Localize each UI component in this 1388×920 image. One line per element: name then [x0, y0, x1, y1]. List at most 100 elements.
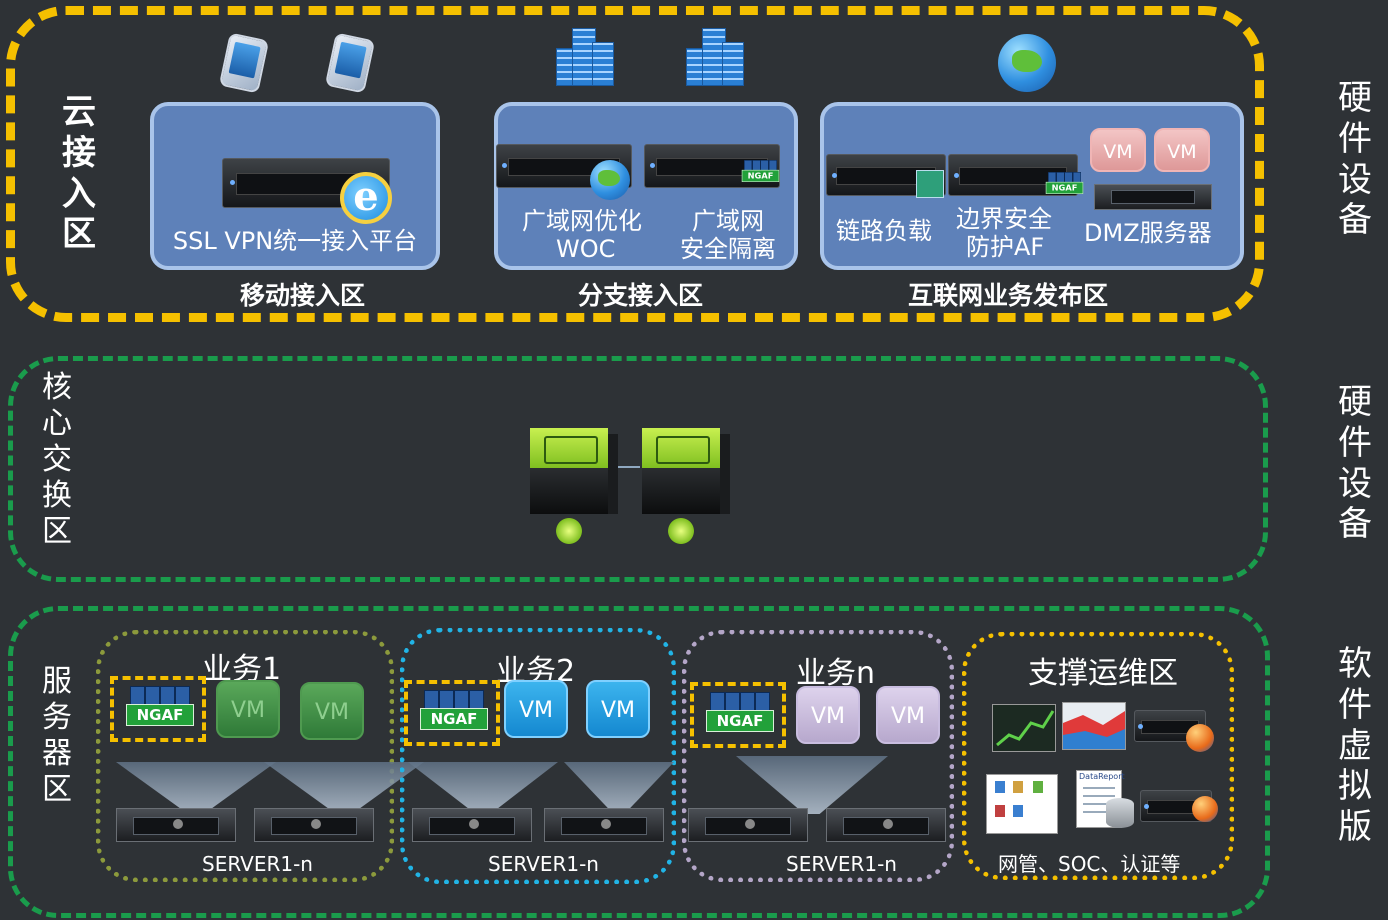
- ngaf-firewall-icon: NGAF: [706, 692, 774, 736]
- core-switching-zone: [8, 356, 1268, 582]
- link-balance-label: 链路负载: [836, 217, 932, 245]
- line-chart-graphic: [996, 710, 1055, 747]
- server-label: SERVER1-n: [786, 852, 897, 876]
- vm-icon: VM: [300, 682, 364, 740]
- ngaf-firewall-icon: NGAF: [1045, 172, 1084, 196]
- title-char: 核: [42, 370, 72, 405]
- side-char: 拟: [1338, 766, 1372, 807]
- wan-optimization-icon: [590, 160, 630, 200]
- area-chart-icon: [1062, 702, 1126, 750]
- side-char: 件: [1338, 684, 1372, 725]
- title-char: 区: [62, 214, 96, 255]
- cloud-zone-title: 云 接 入 区: [62, 92, 96, 255]
- side-char: 设: [1338, 159, 1372, 200]
- isolation-label-2: 安全隔离: [680, 235, 776, 263]
- side-char: 硬: [1338, 78, 1372, 118]
- support-ops-title: 支撑运维区: [1028, 656, 1178, 691]
- title-char: 心: [42, 406, 72, 441]
- cloud-access-zone: [6, 6, 1264, 322]
- side-label-hardware-middle: 硬 件 设 备: [1338, 382, 1372, 545]
- boundary-security-label-1: 边界安全: [956, 205, 1052, 233]
- area-chart-graphic: [1063, 711, 1125, 749]
- dmz-server-label: DMZ服务器: [1084, 219, 1212, 247]
- server-zone: [8, 606, 1270, 918]
- line-chart-icon: [992, 704, 1056, 752]
- vm-icon: VM: [504, 680, 568, 738]
- vm-icon: VM: [586, 680, 650, 738]
- server-icon: [412, 808, 532, 842]
- vm-icon: VM: [216, 680, 280, 738]
- woc-label-2: WOC: [556, 235, 616, 263]
- server-label: SERVER1-n: [202, 852, 313, 876]
- support-ops-label: 网管、SOC、认证等: [998, 852, 1181, 876]
- title-char: 区: [42, 772, 72, 807]
- side-char: 软: [1338, 644, 1372, 684]
- business-1-group: [96, 630, 394, 882]
- side-char: 备: [1338, 200, 1372, 241]
- title-char: 接: [62, 132, 96, 173]
- title-char: 云: [62, 92, 96, 132]
- title-char: 区: [42, 514, 72, 549]
- side-char: 件: [1338, 118, 1372, 159]
- ngaf-tag: NGAF: [126, 704, 194, 726]
- ngaf-tag: NGAF: [706, 710, 774, 732]
- business-n-title: 业务n: [796, 656, 876, 691]
- isolation-label-1: 广域网: [692, 207, 764, 235]
- business-2-group: [400, 628, 676, 884]
- ngaf-frame: NGAF: [110, 676, 206, 742]
- ngaf-tag: NGAF: [1045, 181, 1084, 194]
- ngaf-frame: NGAF: [404, 680, 500, 746]
- dmz-server-icon: [1094, 184, 1212, 210]
- title-char: 入: [62, 173, 96, 214]
- title-char: 换: [42, 478, 72, 513]
- woc-label-1: 广域网优化: [522, 207, 642, 235]
- building-icon: [686, 28, 744, 86]
- building-icon: [556, 28, 614, 86]
- server-label: SERVER1-n: [488, 852, 599, 876]
- branch-access-area-label: 分支接入区: [578, 281, 704, 310]
- server-icon: [688, 808, 808, 842]
- side-char: 硬: [1338, 382, 1372, 422]
- mobile-access-area-label: 移动接入区: [240, 281, 366, 310]
- firefox-icon: [1186, 724, 1214, 752]
- vm-icon: VM: [796, 686, 860, 744]
- load-balance-icon: [916, 170, 944, 198]
- server-icon: [116, 808, 236, 842]
- ngaf-frame: NGAF: [690, 682, 786, 748]
- dmz-vm-icon: VM: [1090, 128, 1146, 172]
- ngaf-firewall-icon: NGAF: [741, 160, 780, 184]
- ngaf-firewall-icon: NGAF: [126, 686, 194, 730]
- ssl-vpn-label: SSL VPN统一接入平台: [172, 227, 418, 255]
- title-char: 务: [42, 700, 72, 735]
- dmz-vm-icon: VM: [1154, 128, 1210, 172]
- side-char: 件: [1338, 422, 1372, 463]
- database-icon: [1106, 798, 1134, 828]
- core-zone-title: 核 心 交 换 区: [42, 370, 72, 550]
- side-char: 版: [1338, 807, 1372, 848]
- switch-link-line: [618, 466, 640, 468]
- side-char: 虚: [1338, 725, 1372, 766]
- side-char: 备: [1338, 504, 1372, 545]
- server-icon: [544, 808, 664, 842]
- ngaf-tag: NGAF: [420, 708, 488, 730]
- title-char: 器: [42, 736, 72, 771]
- globe-icon: [998, 34, 1056, 92]
- title-char: 交: [42, 442, 72, 477]
- data-report-title: DataReport: [1079, 772, 1125, 781]
- side-char: 设: [1338, 463, 1372, 504]
- server-zone-title: 服 务 器 区: [42, 664, 72, 808]
- firefox-icon: [1192, 796, 1218, 822]
- ngaf-firewall-icon: NGAF: [420, 690, 488, 734]
- side-label-hardware-top: 硬 件 设 备: [1338, 78, 1372, 241]
- core-switch-icon: [642, 428, 730, 546]
- ngaf-tag: NGAF: [741, 169, 780, 182]
- app-icons-document: [986, 774, 1058, 834]
- business-n-group: [682, 630, 954, 882]
- server-icon: [826, 808, 946, 842]
- side-label-software-virtual: 软 件 虚 拟 版: [1338, 644, 1372, 848]
- core-switch-icon: [530, 428, 618, 546]
- boundary-security-label-2: 防护AF: [966, 233, 1045, 261]
- support-ops-group: [962, 632, 1234, 880]
- server-icon: [254, 808, 374, 842]
- vm-icon: VM: [876, 686, 940, 744]
